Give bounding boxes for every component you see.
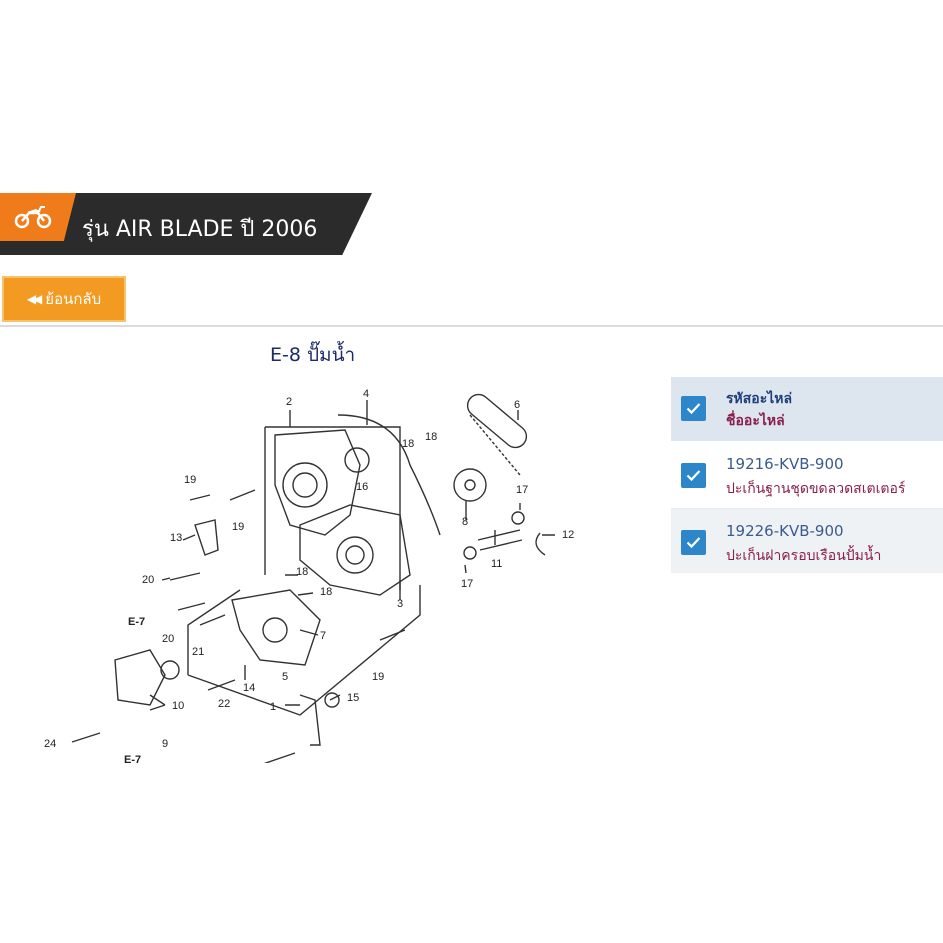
select-all-checkbox[interactable] <box>681 396 706 421</box>
check-icon <box>686 403 701 415</box>
check-icon <box>686 470 701 482</box>
svg-text:24: 24 <box>44 738 56 750</box>
banner-icon-tab <box>0 193 76 241</box>
svg-text:19: 19 <box>372 671 384 683</box>
model-banner: รุ่น AIR BLADE ปี 2006 <box>0 193 372 255</box>
double-left-arrow-icon: ◀◀ <box>26 292 43 306</box>
column-header-part-code: รหัสอะไหล่ <box>726 391 793 407</box>
back-button[interactable]: ◀◀ ย้อนกลับ <box>2 276 126 322</box>
svg-text:6: 6 <box>514 399 520 411</box>
svg-text:22: 22 <box>218 698 230 710</box>
svg-text:17: 17 <box>461 578 473 590</box>
svg-text:12: 12 <box>562 529 574 541</box>
svg-text:13: 13 <box>170 532 182 544</box>
table-header-row: รหัสอะไหล่ ชื่ออะไหล่ <box>671 377 943 442</box>
section-divider <box>0 325 943 327</box>
part-code: 19226-KVB-900 <box>726 522 844 540</box>
svg-text:20: 20 <box>142 574 154 586</box>
svg-text:7: 7 <box>320 630 326 642</box>
svg-text:9: 9 <box>162 738 168 750</box>
svg-text:E-7: E-7 <box>124 754 141 763</box>
motorcycle-icon <box>14 206 52 229</box>
svg-text:18: 18 <box>296 566 308 578</box>
svg-text:14: 14 <box>243 682 255 694</box>
part-name: ปะเก็นฝาครอบเรือนปั้มน้ำ <box>726 548 882 564</box>
svg-text:18: 18 <box>402 438 414 450</box>
svg-text:20: 20 <box>162 633 174 645</box>
column-header-part-name: ชื่ออะไหล่ <box>726 413 785 429</box>
check-icon <box>686 537 701 549</box>
svg-text:15: 15 <box>347 692 359 704</box>
svg-text:19: 19 <box>232 521 244 533</box>
part-code: 19216-KVB-900 <box>726 455 844 473</box>
part-name: ปะเก็นฐานชุดขดลวดสเตเตอร์ <box>726 481 906 497</box>
table-row[interactable]: 19216-KVB-900 ปะเก็นฐานชุดขดลวดสเตเตอร์ <box>671 442 943 509</box>
svg-text:11: 11 <box>491 558 502 570</box>
svg-text:17: 17 <box>516 484 528 496</box>
svg-text:18: 18 <box>425 431 437 443</box>
page-title: รุ่น AIR BLADE ปี 2006 <box>82 217 318 242</box>
parts-table: รหัสอะไหล่ ชื่ออะไหล่ 19216-KVB-900 ปะเก… <box>671 377 943 574</box>
row-checkbox[interactable] <box>681 530 706 555</box>
svg-text:4: 4 <box>363 388 369 400</box>
row-checkbox[interactable] <box>681 463 706 488</box>
svg-text:5: 5 <box>282 671 288 683</box>
back-button-label: ย้อนกลับ <box>45 290 102 308</box>
exploded-parts-diagram: 2 4 6 18 18 16 19 19 13 20 18 18 3 8 17 … <box>44 388 574 763</box>
diagram-title: E-8 ปั๊มน้ำ <box>270 344 356 366</box>
svg-text:19: 19 <box>184 474 196 486</box>
svg-text:3: 3 <box>397 598 403 610</box>
svg-text:1: 1 <box>270 701 276 713</box>
table-row[interactable]: 19226-KVB-900 ปะเก็นฝาครอบเรือนปั้มน้ำ <box>671 509 943 574</box>
svg-text:16: 16 <box>356 481 368 493</box>
svg-text:10: 10 <box>172 700 184 712</box>
svg-text:18: 18 <box>320 586 332 598</box>
svg-text:21: 21 <box>192 646 204 658</box>
svg-text:E-7: E-7 <box>128 616 145 628</box>
svg-text:2: 2 <box>286 396 292 408</box>
svg-text:8: 8 <box>462 516 468 528</box>
